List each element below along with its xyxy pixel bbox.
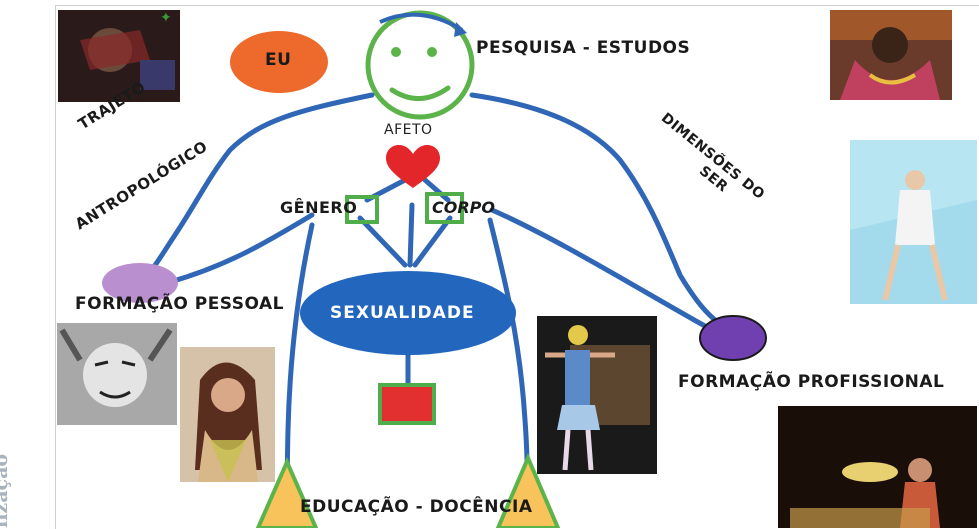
- photo-right-dancer: [850, 140, 977, 304]
- formacao-profissional-ellipse: [699, 315, 767, 361]
- photo-top-left-performer: ✦: [58, 10, 180, 102]
- right-triangle: [495, 452, 561, 528]
- photos: ✦: [57, 10, 977, 528]
- smiley-face: [365, 10, 475, 120]
- left-triangle: [255, 457, 319, 528]
- formacao-pessoal-label: FORMAÇÃO PESSOAL: [75, 294, 285, 314]
- formacao-profissional-label: FORMAÇÃO PROFISSIONAL: [678, 372, 945, 392]
- sexualidade-label: SEXUALIDADE: [330, 303, 475, 323]
- genero-to-sexualidade-line: [357, 215, 408, 268]
- photo-bottom-right-performer: [778, 406, 977, 528]
- corpo-to-sexualidade-line: [412, 215, 453, 268]
- corpo-box: [425, 192, 464, 224]
- afeto-label: AFETO: [384, 122, 433, 138]
- photo-left-woman: [180, 347, 275, 482]
- face-left-eye: [391, 47, 401, 57]
- center-to-sexualidade-line: [407, 202, 415, 268]
- sexualidade-ellipse: [300, 271, 516, 355]
- photo-center-drag-performer: [537, 316, 657, 474]
- educacao-docencia-label: EDUCAÇÃO - DOCÊNCIA: [300, 497, 533, 517]
- eu-ellipse: [230, 31, 328, 93]
- genero-to-pessoal-line: [167, 212, 315, 285]
- pesquisa-estudos-label: PESQUISA - ESTUDOS: [476, 38, 691, 58]
- heart-to-corpo-line: [422, 177, 451, 203]
- head-arrow-arc: [379, 12, 464, 32]
- red-square: [378, 383, 436, 425]
- photo-top-right-performer: [830, 10, 952, 100]
- eu-label: EU: [265, 50, 292, 70]
- left-arm-line: [147, 92, 375, 275]
- face-smile: [389, 85, 451, 101]
- diagram-frame: [55, 5, 979, 529]
- genero-label: GÊNERO: [280, 198, 358, 217]
- formacao-pessoal-ellipse: [102, 263, 178, 303]
- face-right-eye: [427, 47, 437, 57]
- head-arrow-tip: [454, 22, 467, 37]
- connector-lines: [147, 92, 733, 528]
- corpo-label: CORPO: [432, 198, 495, 217]
- corpo-to-profissional-line: [489, 207, 715, 333]
- right-arm-line: [469, 92, 733, 333]
- svg-text:✦: ✦: [160, 10, 172, 26]
- heart-shape: [386, 145, 440, 188]
- genero-box: [345, 195, 379, 224]
- photo-left-mime-bw: [57, 323, 177, 425]
